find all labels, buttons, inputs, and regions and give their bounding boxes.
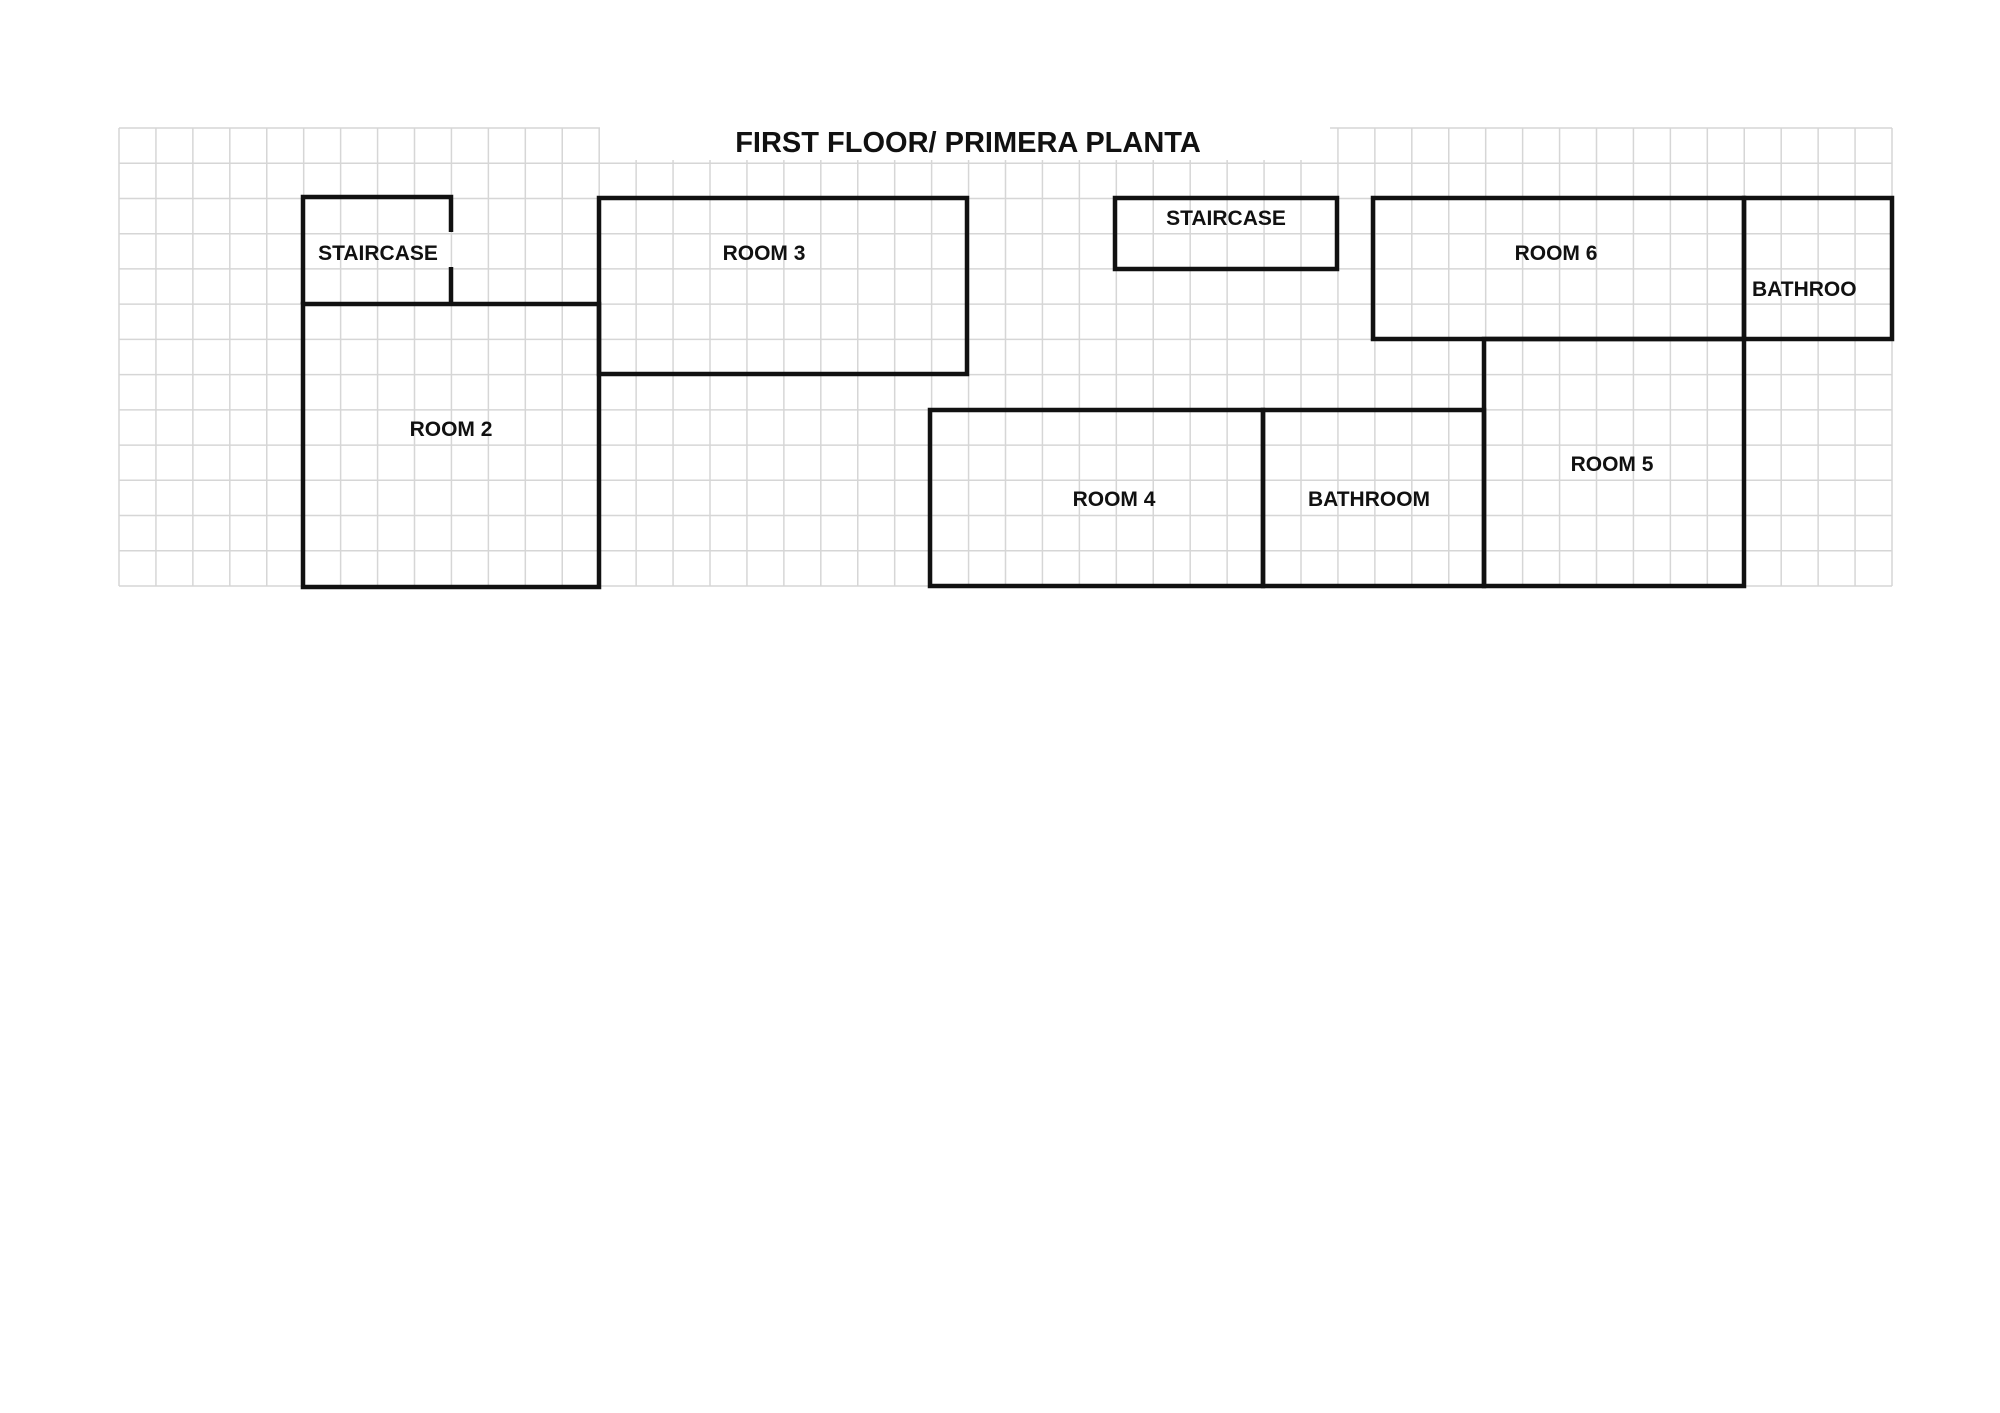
bathroom-center: BATHROOM [1260, 407, 1487, 589]
bathroom-right-walls [1741, 195, 1895, 342]
staircase-left: STAIRCASE [300, 194, 454, 304]
staircase-center: STAIRCASE [1112, 195, 1340, 272]
floor-title: FIRST FLOOR/ PRIMERA PLANTA [735, 127, 1201, 159]
room-6-label: ROOM 6 [1515, 242, 1598, 265]
bathroom-right-label: BATHROO [1752, 278, 1857, 301]
room-2-label: ROOM 2 [410, 418, 493, 441]
title-background [600, 120, 1330, 160]
bathroom-right: BATHROO [1741, 195, 1895, 342]
room-3-label: ROOM 3 [723, 242, 806, 265]
staircase-center-label: STAIRCASE [1166, 207, 1286, 230]
room-2: ROOM 2 [300, 301, 602, 590]
room-5-label: ROOM 5 [1571, 453, 1654, 476]
room-4: ROOM 4 [927, 407, 1266, 589]
room-3: ROOM 3 [596, 195, 970, 377]
bathroom-center-label: BATHROOM [1308, 488, 1430, 511]
room-5: ROOM 5 [1481, 336, 1747, 589]
room-3-walls [596, 195, 970, 377]
room-2-walls [300, 301, 602, 590]
staircase-center-walls [1112, 195, 1340, 272]
room-4-label: ROOM 4 [1073, 488, 1156, 511]
room-5-walls [1481, 336, 1747, 589]
staircase-left-walls [300, 194, 454, 304]
staircase-left-label: STAIRCASE [318, 242, 438, 265]
